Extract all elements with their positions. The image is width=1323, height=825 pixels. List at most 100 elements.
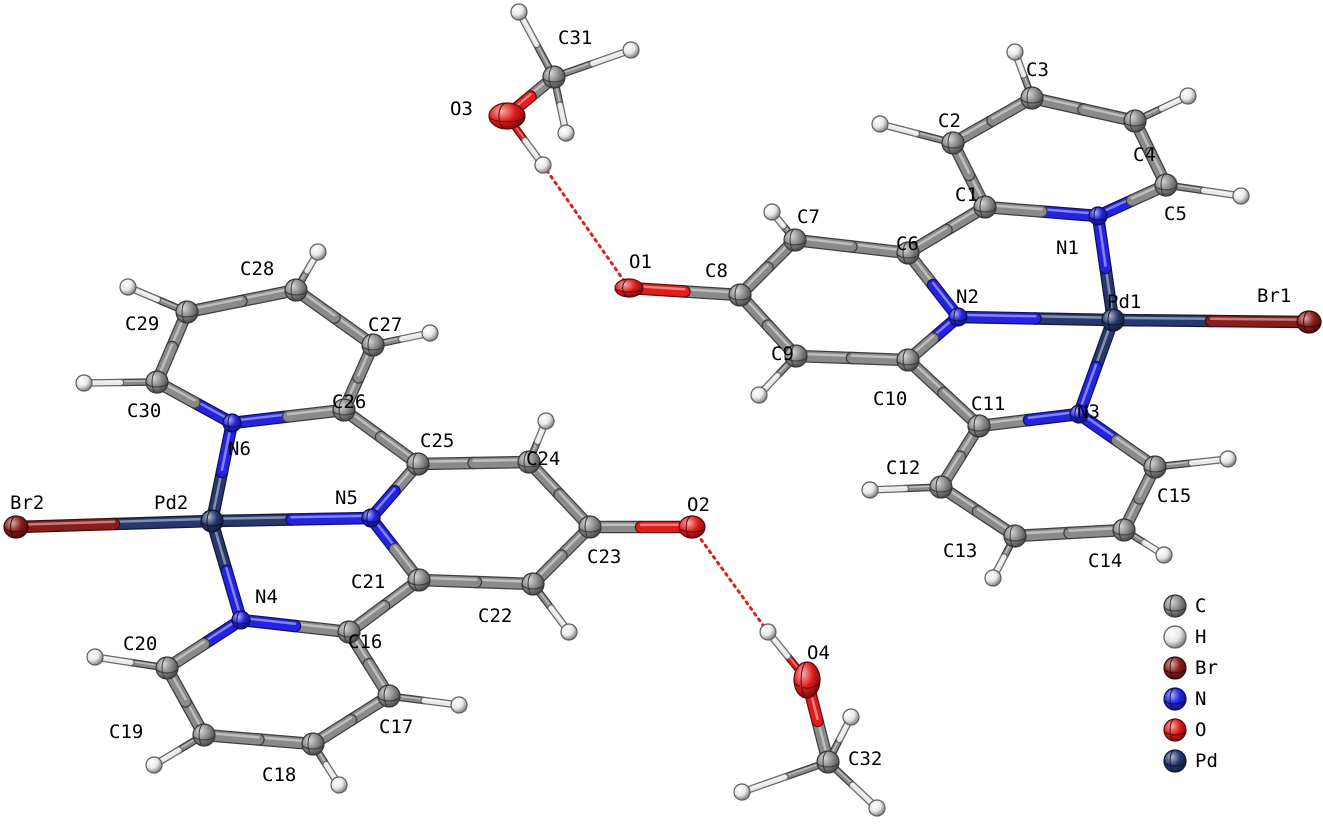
legend-swatch-o (1163, 718, 1187, 742)
atom-label-c15: C15 (1157, 485, 1191, 507)
atom-label-c24: C24 (526, 448, 560, 470)
bond-C32-H32A (738, 758, 832, 796)
legend-label-h: H (1195, 626, 1206, 648)
atom-label-pd2: Pd2 (154, 492, 188, 514)
atom-c25 (406, 452, 430, 476)
atom-n1 (1088, 206, 1108, 226)
atom-c10 (896, 348, 920, 372)
atom-label-c26: C26 (332, 391, 366, 413)
atom-layer (3, 3, 1322, 817)
atom-c18 (301, 732, 325, 756)
atom-label-c11: C11 (971, 393, 1005, 415)
atom-h14 (1155, 546, 1173, 564)
atom-label-c8: C8 (705, 260, 728, 282)
bond-C17-C18 (306, 689, 396, 751)
atom-label-c2: C2 (938, 110, 961, 132)
atom-label-c14: C14 (1088, 550, 1122, 572)
atom-c19 (192, 723, 216, 747)
atom-label-c3: C3 (1026, 59, 1049, 81)
atom-c2 (941, 131, 965, 155)
atom-c5 (1154, 173, 1178, 197)
atom-label-n3: N3 (1077, 401, 1100, 423)
atom-h24 (537, 412, 555, 430)
atom-n3 (1069, 404, 1089, 424)
legend-label-o: O (1195, 719, 1206, 741)
atom-label-c4: C4 (1133, 144, 1156, 166)
atom-h2 (871, 115, 889, 133)
bond-C25-C24 (411, 455, 536, 471)
atom-c4 (1123, 109, 1147, 133)
atom-c26 (332, 398, 356, 422)
atom-label-o2: O2 (687, 494, 710, 516)
atom-c20 (155, 656, 179, 680)
atom-label-c9: C9 (771, 343, 794, 365)
bond-C31-H31B (550, 46, 635, 81)
atom-label-c30: C30 (127, 400, 161, 422)
atom-n2 (948, 307, 968, 327)
bond-C13-C14 (1008, 523, 1131, 543)
atom-h3 (1006, 43, 1024, 61)
atom-c7 (783, 228, 807, 252)
atom-label-n6: N6 (228, 438, 251, 460)
atom-label-n4: N4 (255, 586, 278, 608)
atom-label-c22: C22 (478, 605, 512, 627)
atom-label-c16: C16 (348, 631, 382, 653)
atom-label-c10: C10 (873, 388, 907, 410)
bond-C1-C6 (901, 200, 992, 260)
atom-o2 (678, 515, 706, 539)
atom-o1 (614, 278, 644, 298)
bond-C6-C7 (788, 233, 915, 260)
atom-label-c12: C12 (886, 457, 920, 479)
atom-label-c18: C18 (262, 764, 296, 786)
atom-label-c29: C29 (125, 313, 159, 335)
atom-h22 (560, 623, 578, 641)
bond-N1-C1 (978, 200, 1105, 223)
atom-label-c27: C27 (368, 314, 402, 336)
atom-label-o1: O1 (629, 251, 652, 273)
atom-h19 (145, 756, 163, 774)
atom-c13 (1003, 524, 1027, 548)
atom-c6 (896, 241, 920, 265)
atom-h31a (510, 3, 528, 21)
atom-c1 (973, 195, 997, 219)
atom-h31c (557, 124, 575, 142)
bond-C23-O2 (583, 520, 699, 534)
atom-label-c5: C5 (1164, 203, 1187, 225)
atom-label-c6: C6 (896, 233, 919, 255)
atom-c27 (361, 333, 385, 357)
atom-br1 (1296, 310, 1322, 334)
bond-Pd2-N6 (205, 416, 239, 528)
atom-label-n1: N1 (1056, 237, 1079, 259)
atom-h12 (861, 481, 879, 499)
atom-h13 (984, 569, 1002, 587)
bond-C26-C25 (337, 403, 425, 471)
atom-n4 (231, 610, 251, 630)
atom-h15 (1219, 450, 1237, 468)
bond-C28-C29 (180, 283, 303, 319)
atom-label-c20: C20 (123, 633, 157, 655)
bond-Pd2-N4 (205, 514, 248, 627)
legend-swatch-n (1163, 687, 1187, 711)
atom-h4o (759, 623, 777, 641)
atom-label-c32: C32 (848, 748, 882, 770)
atom-c16 (337, 620, 361, 644)
atom-label-c7: C7 (797, 206, 820, 228)
legend-label-pd: Pd (1195, 750, 1218, 772)
atom-c21 (407, 568, 431, 592)
bond-Pd1-N2 (951, 310, 1120, 327)
atom-n6 (222, 413, 242, 433)
atom-label-c25: C25 (420, 430, 454, 452)
atom-h27 (421, 324, 439, 342)
legend-swatch-br (1163, 656, 1187, 680)
atom-c3 (1020, 86, 1044, 110)
atom-br2 (3, 515, 29, 539)
bond-C3-C4 (1025, 91, 1142, 128)
atom-h5 (1232, 187, 1250, 205)
bond-N4-C20 (160, 613, 248, 675)
atom-c8 (728, 283, 752, 307)
atom-c31 (542, 65, 566, 89)
